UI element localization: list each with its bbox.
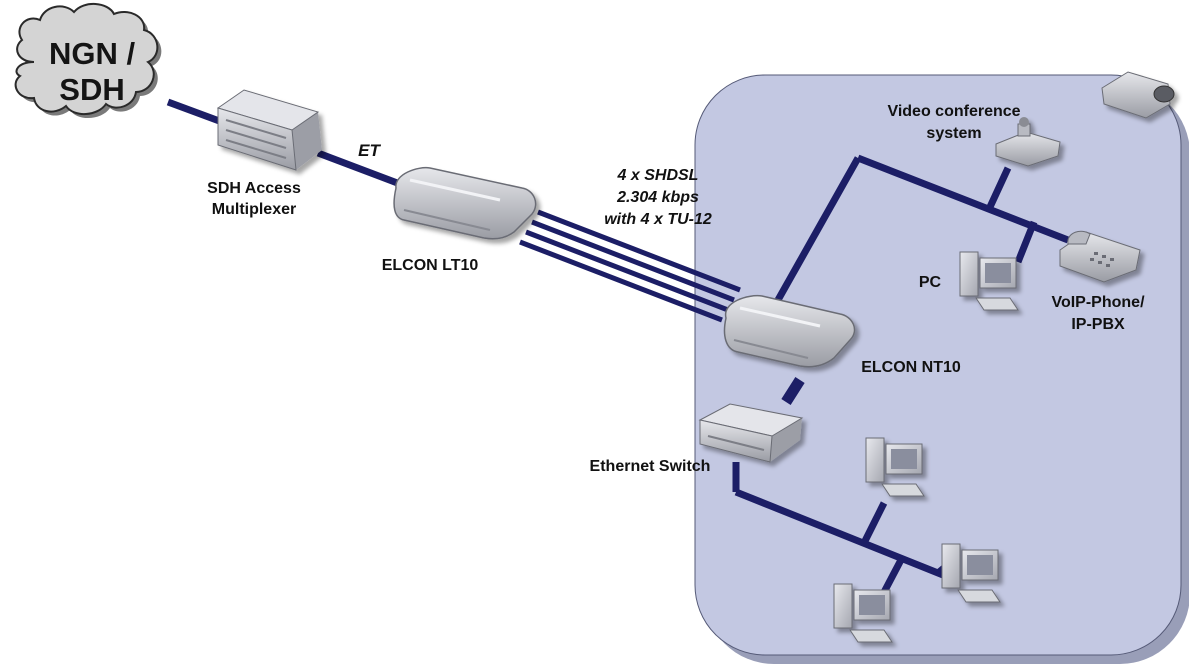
switch-icon <box>698 403 804 463</box>
label-voip-line2: IP-PBX <box>1071 316 1125 333</box>
pc-icon <box>833 583 893 643</box>
pc-icon <box>959 251 1019 311</box>
label-ethernet-switch: Ethernet Switch <box>590 458 711 475</box>
cloud-label-line2: SDH <box>59 72 124 107</box>
label-lt10: ELCON LT10 <box>382 257 479 274</box>
link-office-bus <box>734 488 950 581</box>
link-cloud-mux <box>166 98 224 126</box>
link-nt10-switch <box>781 377 805 405</box>
link-office-pc1 <box>860 501 888 545</box>
pc-icon <box>865 437 925 497</box>
label-et: ET <box>358 141 381 160</box>
cloud-label-line1: NGN / <box>49 36 136 71</box>
label-sdh-line1: SDH Access <box>207 180 301 197</box>
label-voip-line1: VoIP-Phone/ <box>1051 294 1145 311</box>
shdsl-line <box>537 209 741 293</box>
shdsl-line <box>525 229 729 313</box>
link-video <box>986 166 1012 209</box>
shdsl-lines <box>519 209 741 323</box>
shdsl-line <box>519 239 723 323</box>
label-shdsl-line2: 2.304 kbps <box>616 189 699 206</box>
cloud-icon: NGN / SDH <box>14 3 162 119</box>
label-video-line2: system <box>926 125 981 142</box>
label-video-line1: Video conference <box>887 103 1020 120</box>
link-nt10-lan <box>774 156 862 302</box>
router-icon <box>723 294 856 368</box>
projector-icon <box>1101 71 1175 119</box>
ip-phone-icon <box>1059 230 1141 283</box>
link-pc <box>1014 220 1038 264</box>
label-shdsl-line3: with 4 x TU-12 <box>604 211 712 228</box>
label-shdsl-line1: 4 x SHDSL <box>617 167 699 184</box>
label-pc: PC <box>919 274 942 291</box>
video-conference-icon <box>995 117 1061 167</box>
customer-premises-area-fill <box>694 74 1182 656</box>
multiplexer-icon <box>216 89 322 171</box>
shdsl-line <box>531 219 735 303</box>
label-sdh-line2: Multiplexer <box>212 201 296 218</box>
link-et <box>316 149 402 188</box>
pc-icon <box>941 543 1001 603</box>
label-nt10: ELCON NT10 <box>861 359 961 376</box>
links <box>166 98 1070 598</box>
router-icon <box>393 166 537 240</box>
